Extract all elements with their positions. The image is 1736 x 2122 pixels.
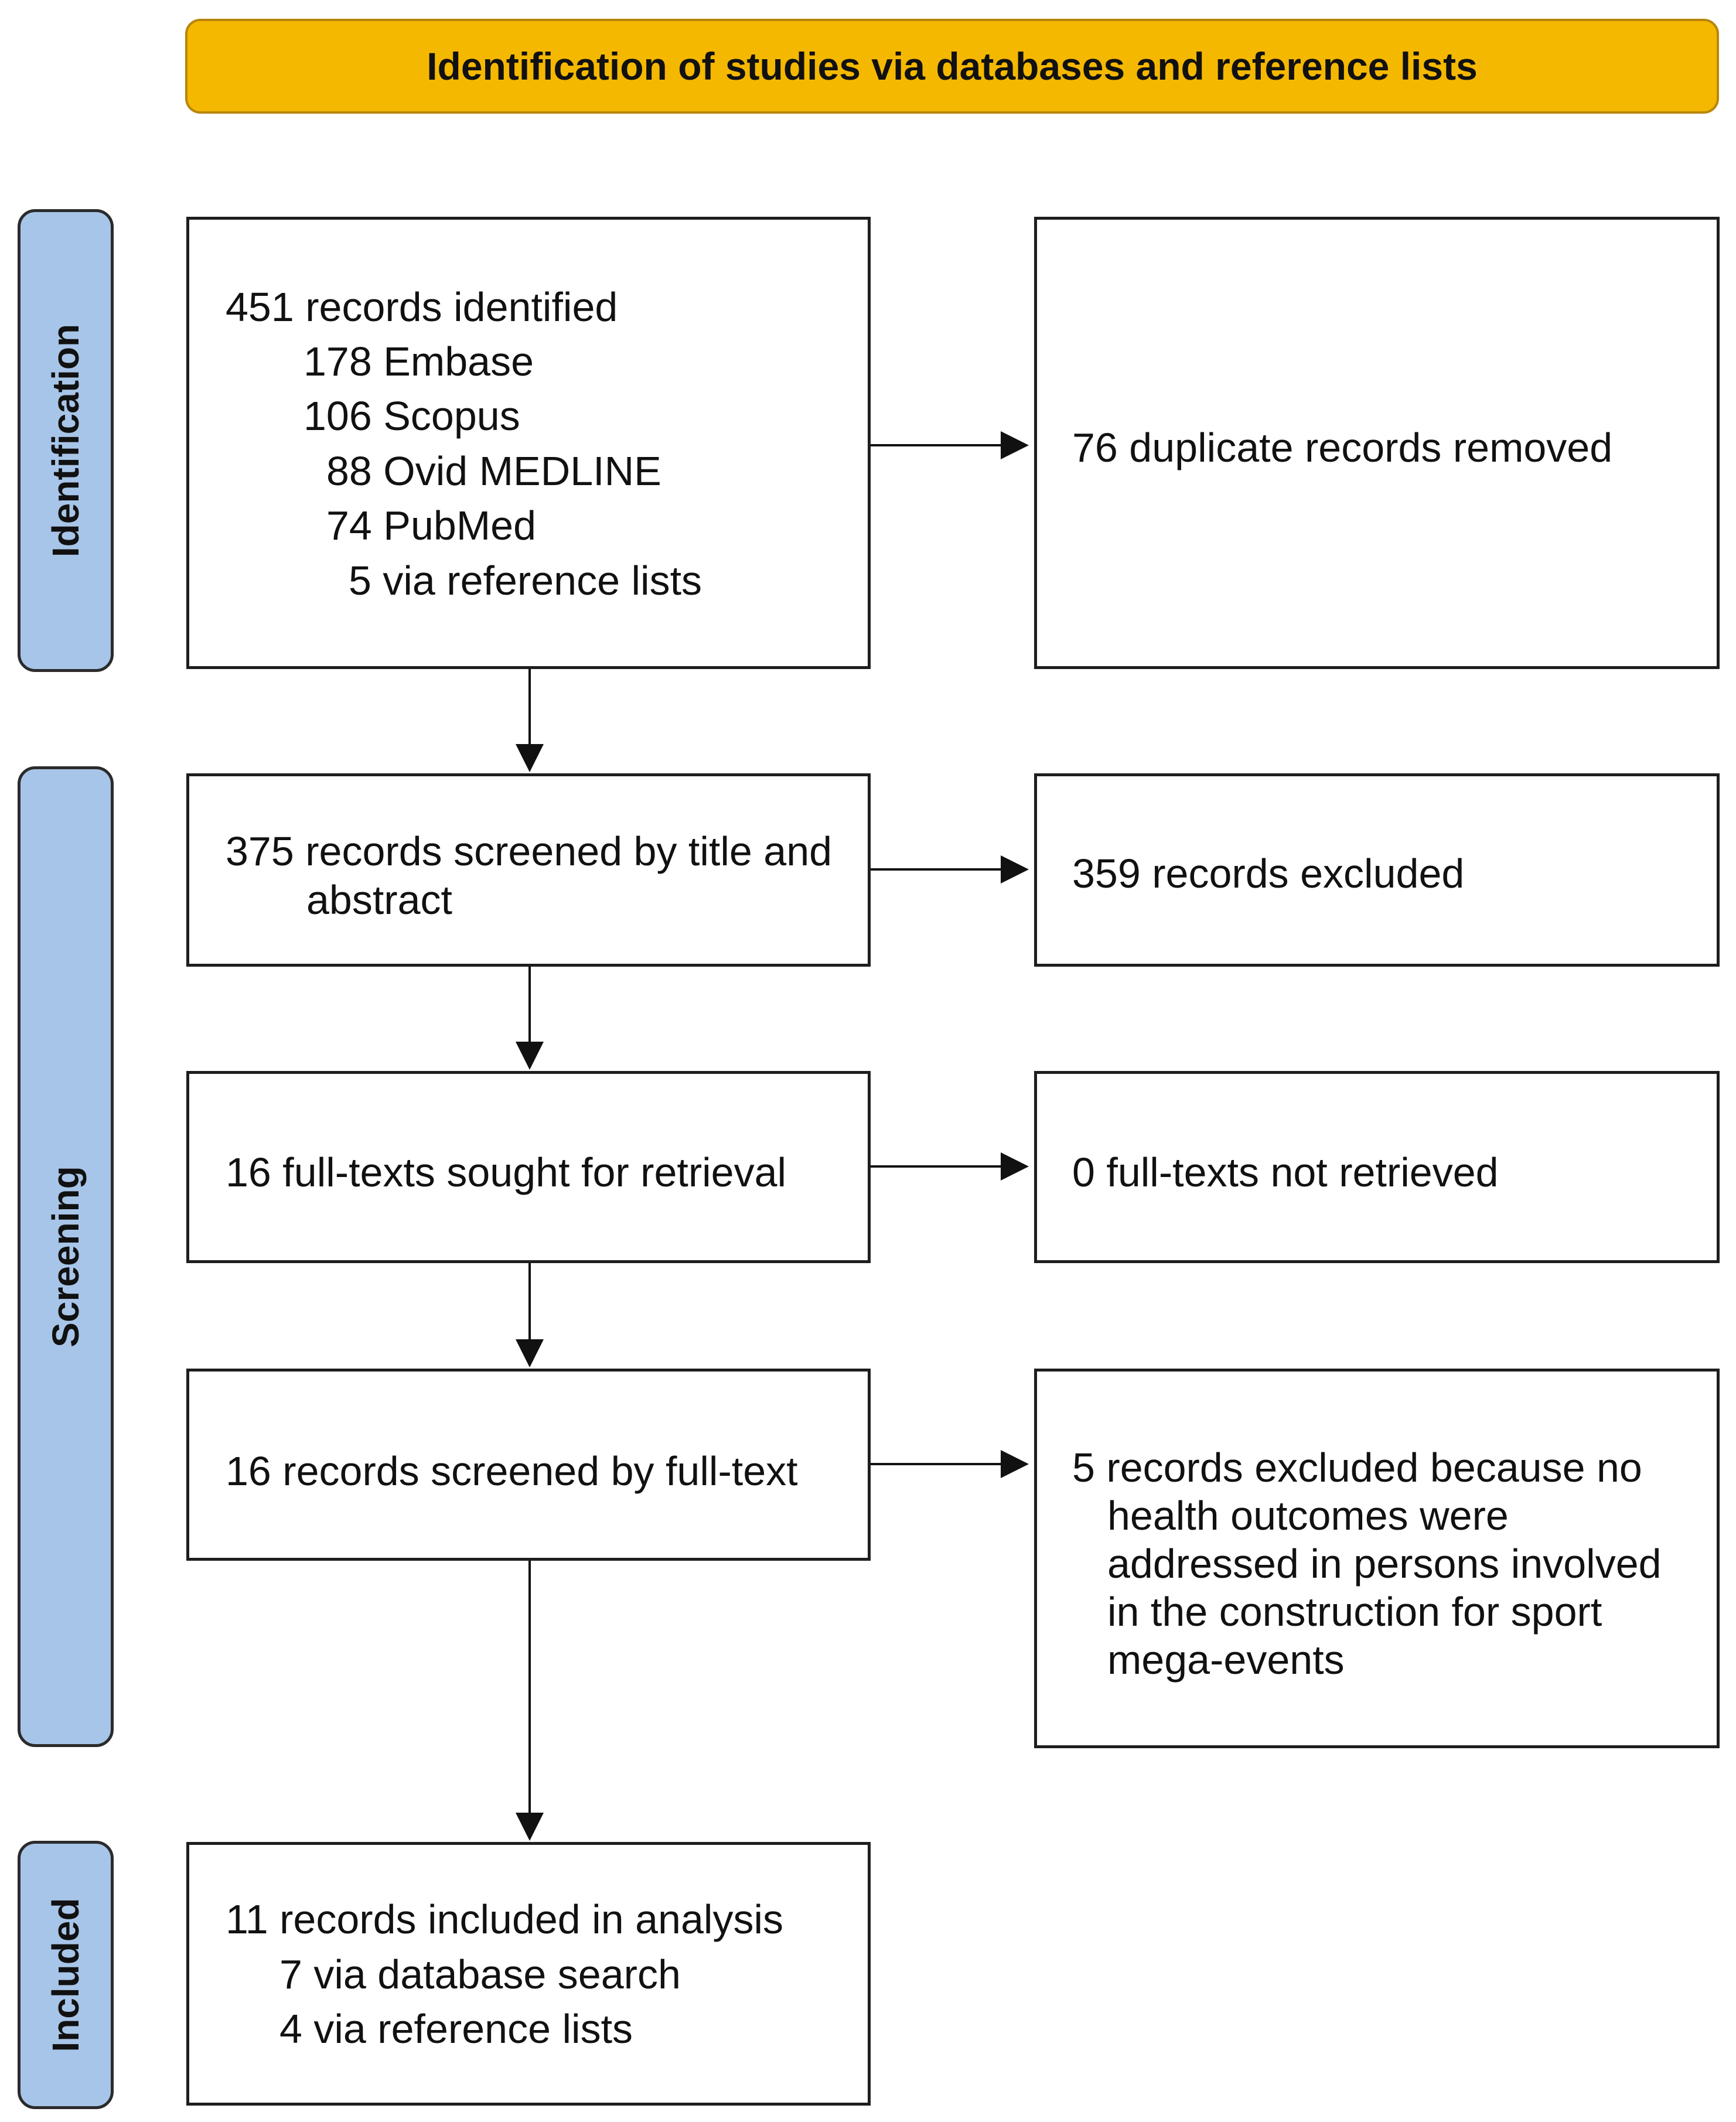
source-ovid-medline: 88 Ovid MEDLINE — [326, 448, 661, 494]
arrowhead-to-excluded — [1001, 855, 1029, 883]
duplicates-removed-box: 76 duplicate records removed — [1034, 217, 1720, 669]
full-text-excluded-line3: addressed in persons involved — [1107, 1541, 1662, 1587]
arrowhead-fulltext-to-included — [516, 1813, 544, 1841]
full-text-screening-box: 16 records screened by full-text — [186, 1369, 871, 1561]
source-embase: 178 Embase — [303, 339, 534, 384]
full-text-excluded-line2: health outcomes were — [1107, 1493, 1509, 1538]
stage-identification: Identification — [18, 209, 114, 672]
stage-included: Included — [18, 1841, 114, 2109]
title-abstract-line1: 375 records screened by title and — [226, 828, 833, 874]
included-database-search: 7 via database search — [279, 1952, 681, 1997]
header-banner: Identification of studies via databases … — [185, 19, 1719, 114]
title-abstract-screening-box: 375 records screened by title and abstra… — [186, 773, 871, 967]
arrowhead-identified-to-screened — [516, 744, 544, 772]
records-included-title: 11 records included in analysis — [226, 1896, 784, 1942]
records-identified-box: 451 records identified 178 Embase 106 Sc… — [186, 217, 871, 669]
not-retrieved-box: 0 full-texts not retrieved — [1034, 1071, 1720, 1263]
source-reference-lists: 5 via reference lists — [349, 558, 702, 603]
arrowhead-sought-to-fulltext — [516, 1339, 544, 1367]
full-texts-sought-text: 16 full-texts sought for retrieval — [226, 1149, 787, 1195]
title-abstract-line2: abstract — [306, 877, 452, 923]
full-text-excluded-box: 5 records excluded because no health out… — [1034, 1369, 1720, 1748]
arrows-down — [516, 669, 544, 1841]
full-texts-sought-box: 16 full-texts sought for retrieval — [186, 1071, 871, 1263]
records-included-box: 11 records included in analysis 7 via da… — [186, 1842, 871, 2106]
duplicates-removed-text: 76 duplicate records removed — [1072, 425, 1613, 470]
records-excluded-box: 359 records excluded — [1034, 773, 1720, 967]
full-text-excluded-line4: in the construction for sport — [1107, 1589, 1602, 1635]
not-retrieved-text: 0 full-texts not retrieved — [1072, 1149, 1499, 1195]
stage-screening: Screening — [18, 766, 114, 1747]
arrowhead-to-not-retrieved — [1001, 1152, 1029, 1181]
included-reference-lists: 4 via reference lists — [279, 2006, 633, 2052]
arrowhead-to-duplicates — [1001, 431, 1029, 459]
header-title: Identification of studies via databases … — [427, 45, 1478, 88]
arrowhead-screened-to-sought — [516, 1042, 544, 1070]
full-text-screening-text: 16 records screened by full-text — [226, 1448, 798, 1494]
arrowhead-to-fulltext-excluded — [1001, 1450, 1029, 1478]
arrows-right — [871, 431, 1029, 1478]
source-pubmed: 74 PubMed — [326, 503, 537, 548]
full-text-excluded-line1: 5 records excluded because no — [1072, 1445, 1642, 1490]
source-scopus: 106 Scopus — [303, 393, 520, 439]
records-excluded-text: 359 records excluded — [1072, 851, 1465, 896]
records-identified-title: 451 records identified — [226, 284, 618, 330]
full-text-excluded-line5: mega-events — [1107, 1637, 1345, 1683]
